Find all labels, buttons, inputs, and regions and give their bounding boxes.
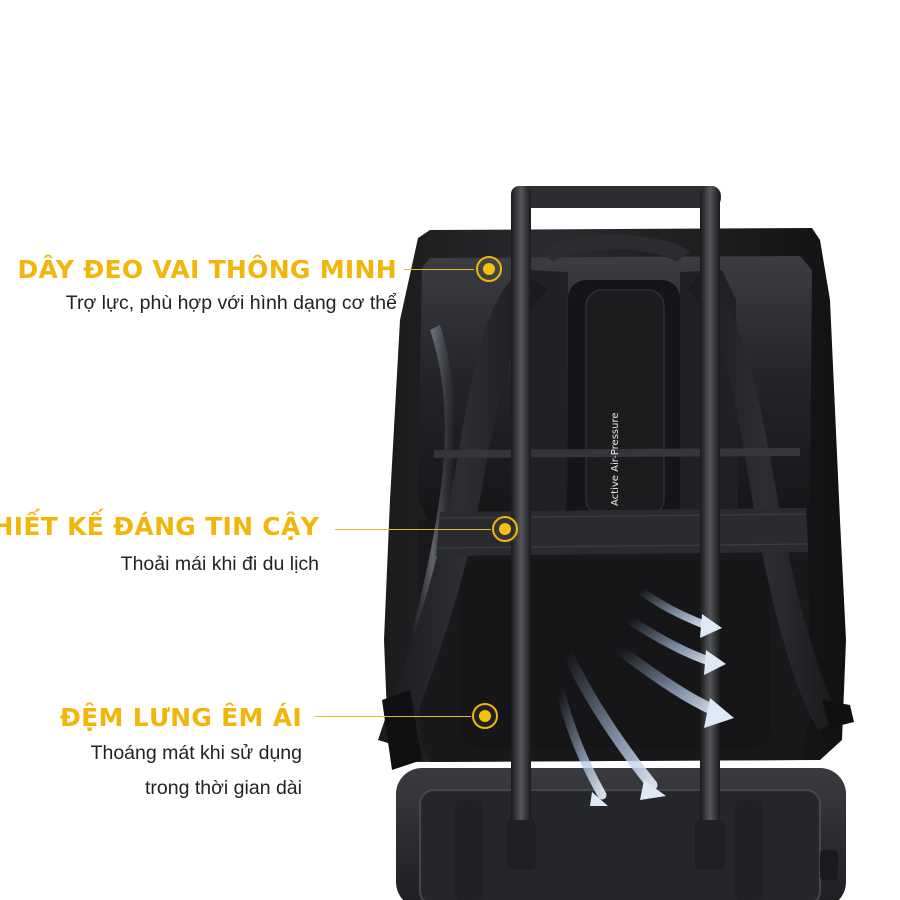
leader-line-3 [315,716,471,717]
leader-line-1 [404,269,474,270]
feature-description: trong thời gian dài [145,777,302,799]
highlight-dot-icon [476,256,502,282]
feature-callout-shoulder-strap: DÂY ĐEO VAI THÔNG MINH Trợ lực, phù hợp … [0,255,397,318]
leader-line-2 [335,529,491,530]
feature-description: Trợ lực, phù hợp với hình dạng cơ thể [65,292,397,314]
feature-title: THIẾT KẾ ĐÁNG TIN CẬY [0,512,319,541]
active-air-pressure-label: Active Air-Pressure [600,374,630,519]
feature-description: Thoải mái khi đi du lịch [120,553,319,575]
luggage [396,768,846,900]
trolley-handle [506,186,725,870]
feature-callout-reliable-design: THIẾT KẾ ĐÁNG TIN CẬY Thoải mái khi đi d… [0,512,319,579]
feature-description: Thoáng mát khi sử dụng [90,742,302,764]
feature-title: ĐỆM LƯNG ÊM ÁI [59,703,302,732]
highlight-dot-icon [492,516,518,542]
svg-text:Active Air-Pressure: Active Air-Pressure [610,412,621,506]
highlight-dot-icon [472,703,498,729]
feature-callout-back-padding: ĐỆM LƯNG ÊM ÁI Thoáng mát khi sử dụng tr… [0,703,302,803]
feature-title: DÂY ĐEO VAI THÔNG MINH [17,255,397,284]
airflow-arrowheads [590,614,734,806]
